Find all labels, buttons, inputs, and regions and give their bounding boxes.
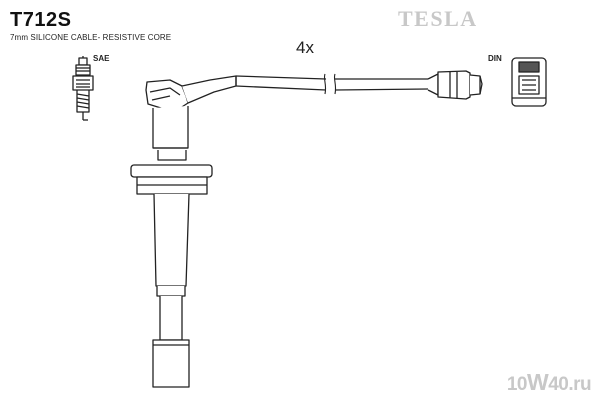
din-terminal-icon [511, 57, 547, 107]
spark-plug-icon [72, 56, 94, 121]
brand-logo: TESLA [398, 6, 478, 31]
quantity-label: 4x [296, 38, 314, 57]
watermark-logo: 10W40.ru [503, 369, 595, 395]
distributor-end-connector [427, 70, 483, 100]
plug-boot-connector [130, 75, 237, 388]
din-terminal-label: DIN [488, 54, 502, 63]
watermark-text-big: W [527, 369, 549, 395]
ignition-cable [235, 73, 429, 95]
sae-terminal-label: SAE [93, 54, 110, 63]
watermark-text-start: 10 [506, 374, 528, 395]
cable-spec-subtitle: 7mm SILICONE CABLE- RESISTIVE CORE [10, 33, 172, 42]
part-code-title: T712S [10, 9, 72, 31]
watermark-text-end: 40.ru [548, 374, 592, 395]
